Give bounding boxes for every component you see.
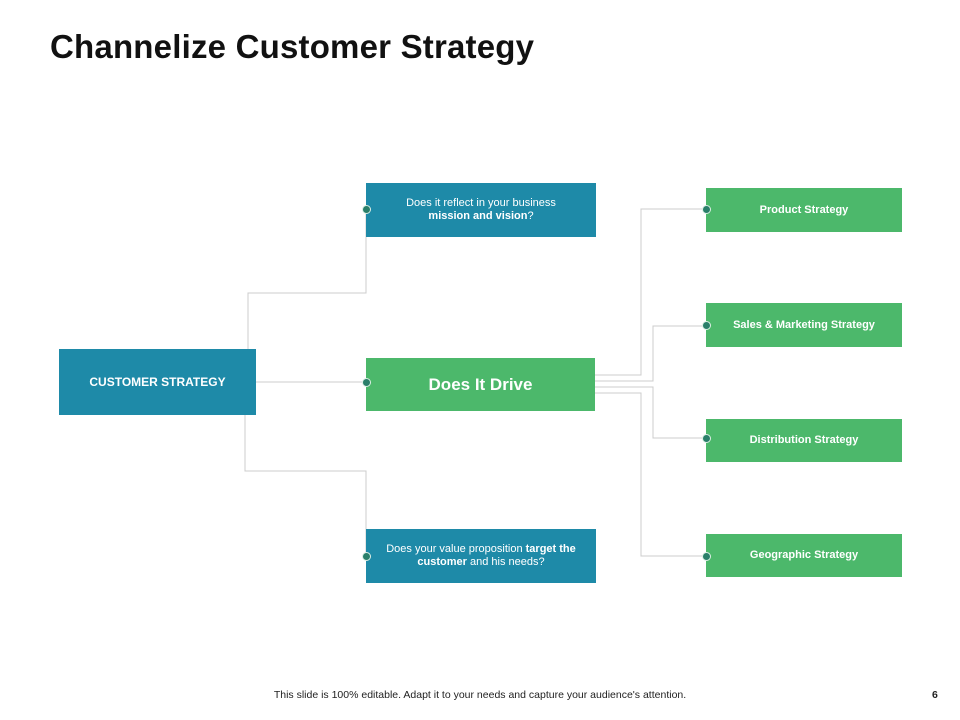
bullet-dot-distribution [702, 434, 711, 443]
connector-root-to-top [247, 209, 367, 349]
connector-drive-to-product [595, 208, 706, 376]
question-mission-vision-part1: Does it reflect in your business [406, 197, 556, 209]
distribution-strategy-box: Distribution Strategy [706, 419, 902, 462]
does-it-drive-label: Does It Drive [428, 374, 533, 394]
question-mission-vision-text: Does it reflect in your business mission… [388, 197, 574, 223]
bullet-dot-drive [362, 378, 371, 387]
bullet-dot-bottom-question [362, 552, 371, 561]
geographic-strategy-box: Geographic Strategy [706, 534, 902, 577]
connector-drive-to-geographic [595, 392, 706, 557]
question-target-customer-emphasis: target the customer [417, 543, 576, 568]
question-mission-vision-box: Does it reflect in your business mission… [366, 183, 596, 237]
product-strategy-box: Product Strategy [706, 188, 902, 232]
question-mission-vision-part3: ? [527, 210, 534, 222]
question-mission-vision-emphasis: mission and vision [428, 210, 528, 222]
page-title: Channelize Customer Strategy [50, 28, 535, 65]
customer-strategy-label: CUSTOMER STRATEGY [89, 374, 226, 389]
footer-note: This slide is 100% editable. Adapt it to… [273, 689, 687, 701]
question-target-customer-part3: and his needs? [466, 556, 545, 568]
question-target-customer-part1: Does your value proposition [386, 543, 526, 555]
sales-marketing-strategy-label: Sales & Marketing Strategy [733, 318, 875, 331]
product-strategy-label: Product Strategy [759, 203, 849, 216]
distribution-strategy-label: Distribution Strategy [749, 434, 859, 446]
customer-strategy-box: CUSTOMER STRATEGY [59, 349, 256, 415]
bullet-dot-geographic [702, 552, 711, 561]
page-number: 6 [932, 689, 938, 701]
question-target-customer-box: Does your value proposition target the c… [366, 529, 596, 583]
bullet-dot-product [702, 205, 711, 214]
geographic-strategy-label: Geographic Strategy [749, 549, 859, 561]
bullet-dot-sales-marketing [702, 321, 711, 330]
connector-drive-to-distribution [595, 386, 706, 439]
does-it-drive-box: Does It Drive [366, 358, 595, 411]
bullet-dot-top-question [362, 205, 371, 214]
connector-root-to-bottom [244, 415, 367, 556]
question-target-customer-text: Does your value proposition target the c… [378, 543, 584, 569]
sales-marketing-strategy-box: Sales & Marketing Strategy [706, 303, 902, 347]
connector-drive-to-sales [595, 325, 706, 382]
